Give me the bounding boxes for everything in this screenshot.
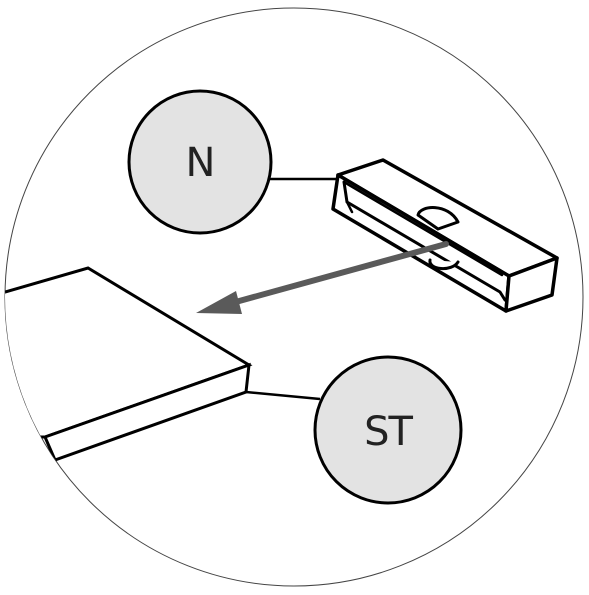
needle-callout: N xyxy=(127,89,273,235)
stone-callout-line xyxy=(245,390,321,401)
arrow-icon xyxy=(196,241,449,314)
needle-callout-circle xyxy=(127,89,273,235)
stone-callout-circle xyxy=(313,355,463,505)
needle-holder-icon xyxy=(331,158,559,313)
stone-callout: ST xyxy=(313,355,463,505)
stone-label: ST xyxy=(364,409,413,455)
needle-label: N xyxy=(186,140,215,186)
